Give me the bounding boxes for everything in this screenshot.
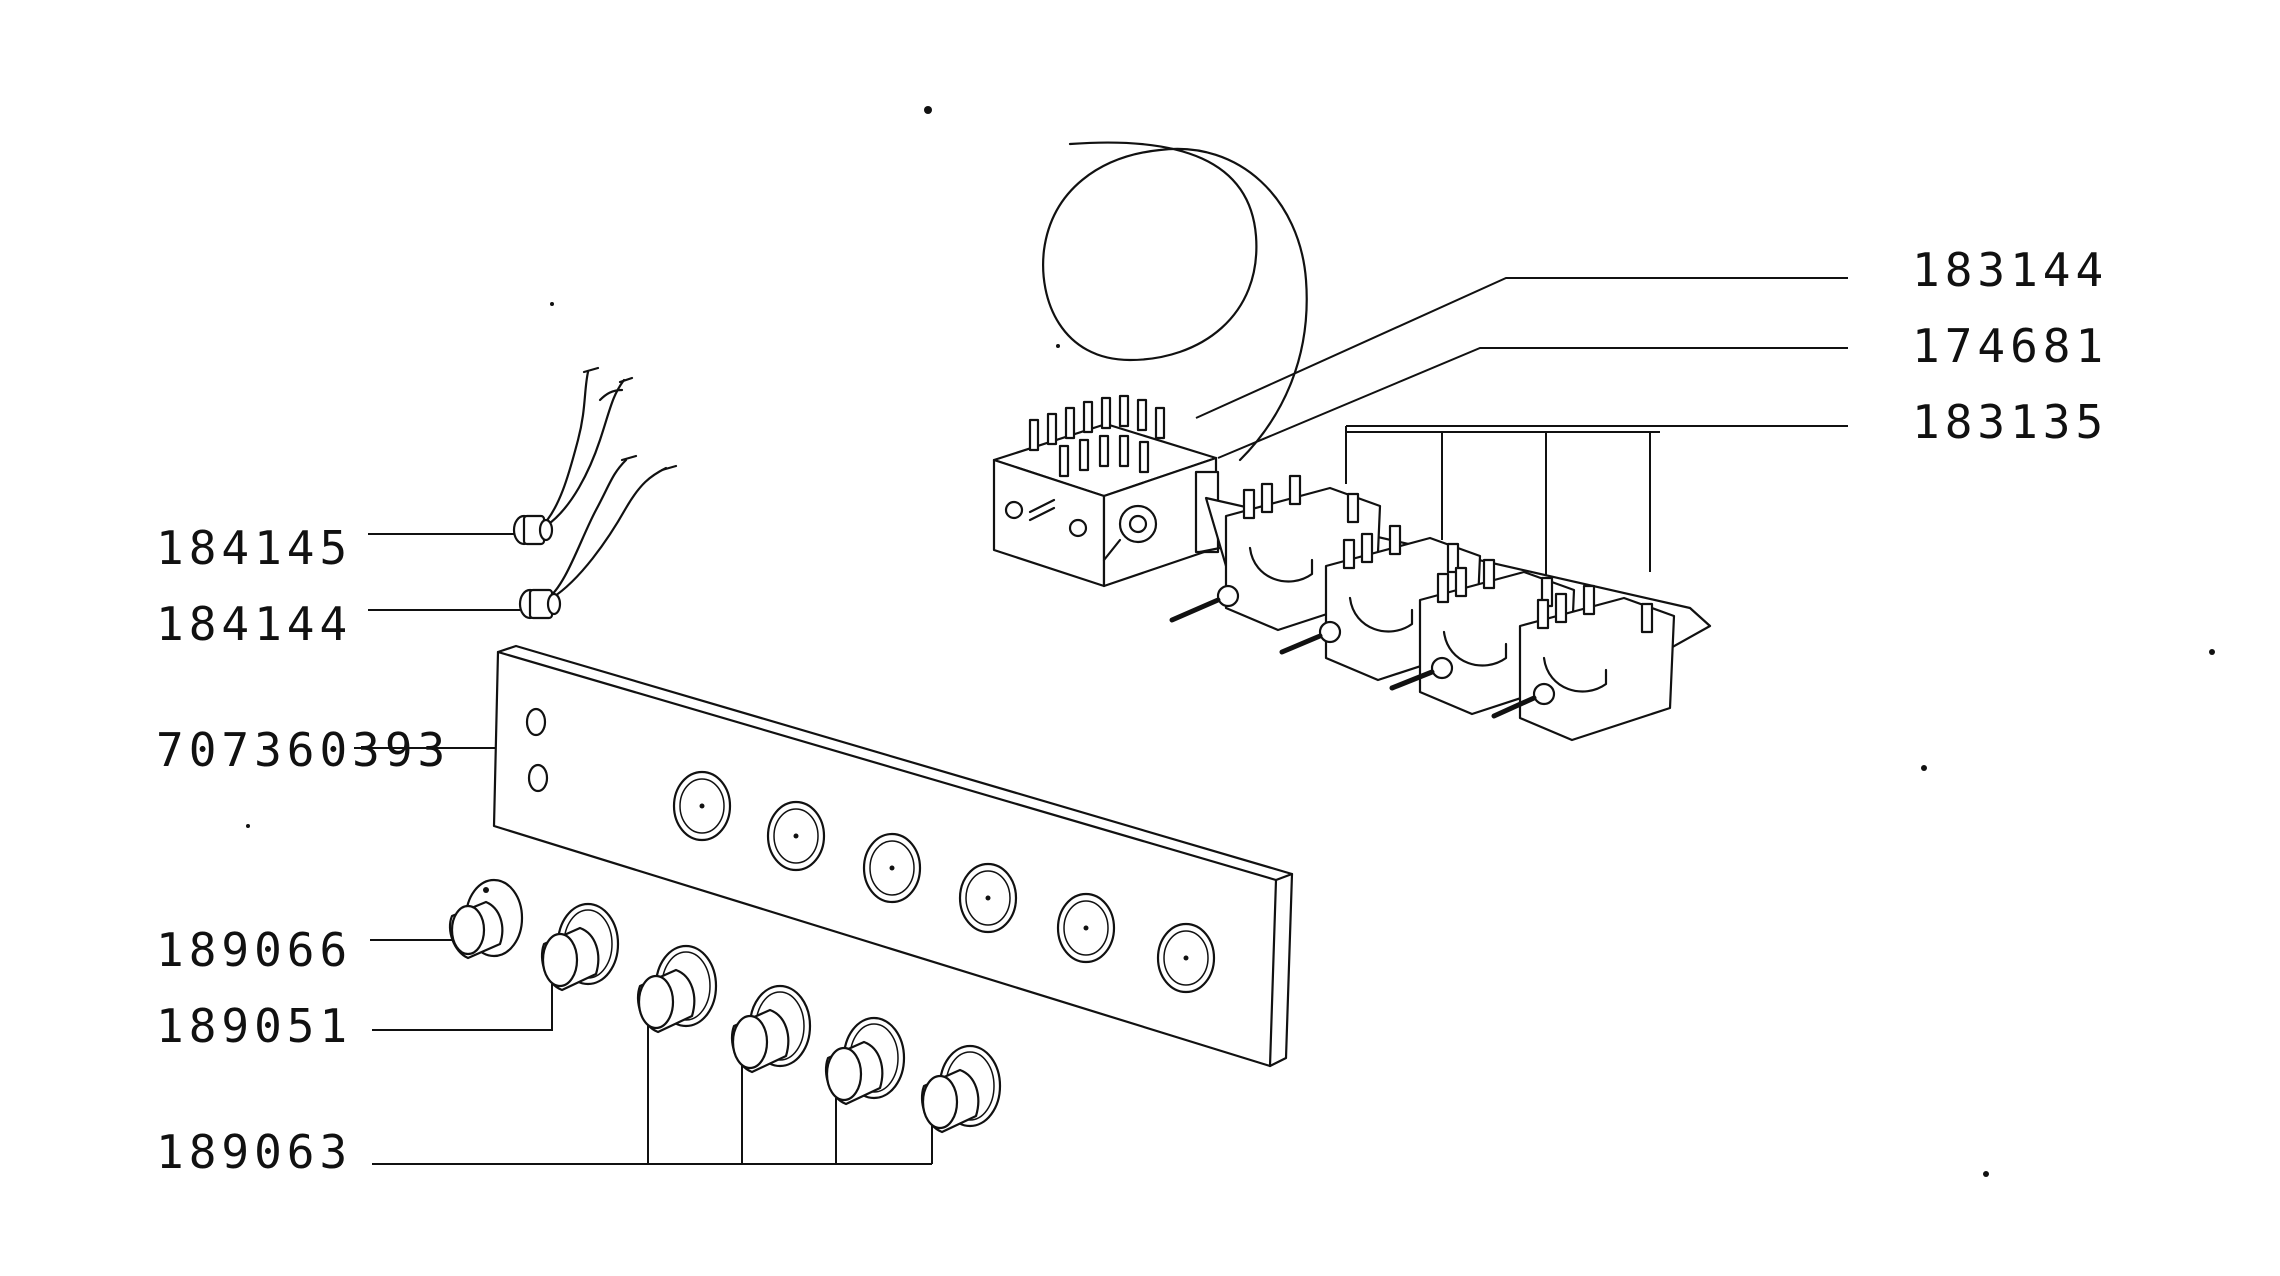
control-panel-part [492, 644, 1294, 1068]
knob-icon [448, 878, 524, 960]
leader-183144 [1195, 277, 1848, 419]
leader-lines [354, 277, 1848, 1165]
label-184145: 184145 [156, 521, 352, 575]
knob-icon [824, 1016, 906, 1106]
lamp-hole-icon [527, 763, 549, 793]
label-189063: 189063 [156, 1125, 352, 1179]
pilot-lamps-part [512, 366, 678, 620]
thermostat-part [992, 141, 1308, 588]
switch-terminals [1028, 394, 1166, 478]
scan-specks [246, 106, 2215, 1177]
knob-icon [730, 984, 812, 1074]
label-707360393: 707360393 [156, 723, 450, 777]
energy-regulators-part [1169, 474, 1712, 742]
label-189066: 189066 [156, 923, 352, 977]
label-183144: 183144 [1912, 243, 2108, 297]
panel-knob-holes [672, 770, 1216, 994]
knob-icon [920, 1044, 1002, 1134]
label-184144: 184144 [156, 597, 352, 651]
label-183135: 183135 [1912, 395, 2108, 449]
knobs-part [448, 878, 1002, 1134]
knob-icon [636, 944, 718, 1034]
label-189051: 189051 [156, 999, 352, 1053]
knob-icon [540, 902, 620, 992]
lamp-hole-icon [525, 707, 547, 737]
leader-174681 [1217, 347, 1848, 459]
leader-189051 [372, 984, 553, 1031]
label-174681: 174681 [1912, 319, 2108, 373]
